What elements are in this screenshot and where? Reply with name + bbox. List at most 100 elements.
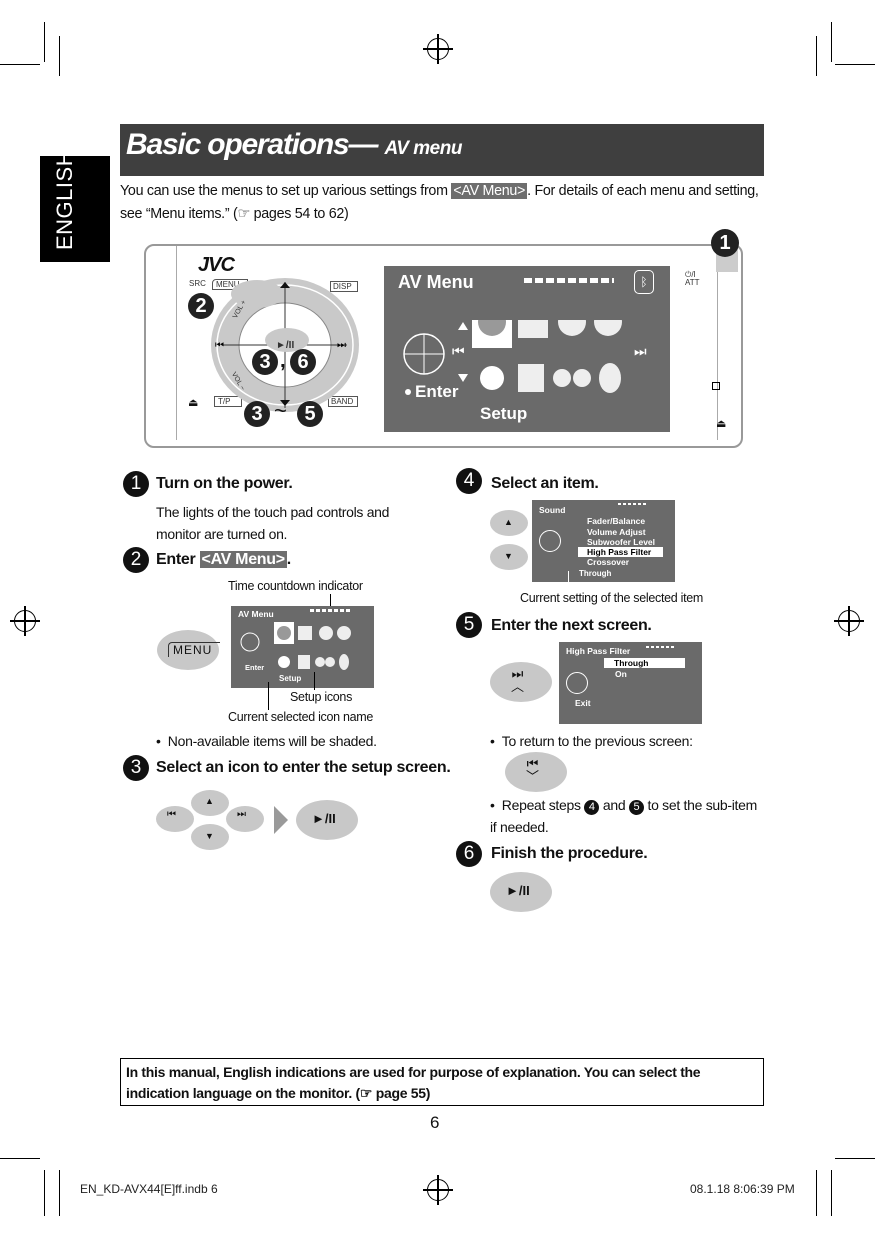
next-track-icon: ⏭︿ [511,666,525,694]
down-arrow-icon: ▼ [205,831,214,841]
setup-icons-caption: Setup icons [290,690,353,704]
menu-highlight [231,280,283,308]
exit-target-icon [566,672,588,694]
people-icon [325,657,335,667]
enter-target-icon [539,530,561,552]
note-box [120,1058,764,1106]
list-icon [518,364,544,392]
play-pause-button[interactable] [490,872,552,912]
step-5-title: Enter the next screen. [491,617,652,634]
mini-screen-icons [240,622,351,670]
prev-icon: ⏮ [452,343,465,359]
page-title: Basic operations— AV menu [126,128,462,162]
step-4-number: 4 [456,468,482,494]
crop-mark [831,1170,832,1216]
crop-mark [835,64,875,65]
people-icon [553,369,571,387]
sound-item: Volume Adjust [587,527,646,537]
band-button[interactable]: BAND [328,396,358,407]
monitor-setup-label: Setup [480,404,528,423]
people-icon [573,369,591,387]
registration-mark-icon [423,1175,453,1205]
menu-button-label: MENU [168,642,221,657]
eject-icon: ⏏ [716,418,727,430]
eject-icon[interactable]: ⏏ [188,397,199,409]
mini-setup-label: Setup [279,674,302,683]
next-button[interactable] [226,806,264,832]
hpf-screen-head: High Pass Filter [566,646,631,656]
prev-track-icon[interactable]: ⏮ [215,340,224,351]
registration-mark-icon [423,34,453,64]
up-button[interactable] [490,510,528,536]
intro-text: . For details of each menu and setting, … [120,183,759,222]
next-button[interactable] [490,662,552,702]
play-pause-button[interactable]: ►/II [276,340,295,351]
prev-track-icon: ⏮﹀ [526,756,540,784]
step-2-number: 2 [123,547,149,573]
monitor-screen [384,266,670,432]
people-icon [315,657,325,667]
hpf-option: On [615,669,627,679]
crop-mark [44,22,45,62]
step-5-bullet-1: • To return to the previous screen: [490,733,693,749]
callout-tilde: ~ [274,398,287,423]
step-1-title: Turn on the power. [156,475,293,492]
leader-line [268,682,269,710]
head-unit-panel [176,246,718,440]
next-track-icon: ⏭ [237,809,246,820]
down-button[interactable] [490,544,528,570]
step-5-number: 5 [456,612,482,638]
down-arrow-icon[interactable] [280,400,290,406]
prev-button[interactable] [505,752,567,792]
gear-icon [478,320,506,336]
callout-5: 5 [297,401,323,427]
registration-mark-icon [10,606,40,636]
step-4-title: Select an item. [491,475,599,492]
dimmer-icon [480,366,504,390]
step-1-number: 1 [123,471,149,497]
crop-mark [0,1158,40,1159]
current-setting-caption: Current setting of the selected item [520,591,704,605]
up-arrow-icon [458,322,468,330]
bluetooth-setup-icon [339,654,349,670]
step-6-title: Finish the procedure. [491,845,648,862]
sound-item: Crossover [587,557,630,567]
crop-mark [816,36,817,76]
step-2-bullet: • Non-available items will be shaded. [156,733,377,749]
step-ref-5: 5 [628,800,644,815]
intro-paragraph: You can use the menus to set up various … [120,180,770,226]
page-title-main: Basic operations— [126,128,379,161]
equalizer-icon [518,320,548,338]
registration-mark-icon [834,606,864,636]
att-label: ATT [685,278,700,287]
countdown-indicator [646,646,676,648]
next-icon: ⏭ [634,343,647,359]
footer-timestamp: 08.1.18 8:06:39 PM [690,1182,795,1196]
next-track-icon[interactable]: ⏭ [337,340,346,351]
step-3-title: Select an icon to enter the setup screen… [156,759,451,776]
prev-button[interactable] [156,806,194,832]
bullet-text: and [599,797,629,813]
up-arrow-icon[interactable] [280,282,290,288]
src-label: SRC [189,279,206,288]
play-pause-button[interactable] [296,800,358,840]
bluetooth-setup-icon [599,363,621,393]
list-icon [298,655,310,669]
menu-button[interactable] [157,630,219,670]
down-button[interactable] [191,824,229,850]
countdown-indicator [524,278,614,283]
disp-button[interactable]: DISP [330,281,358,292]
up-button[interactable] [191,790,229,816]
bullet-text: Repeat steps [501,797,585,813]
callout-2: 2 [188,293,214,319]
speaker-icon [319,626,333,640]
language-tab [40,156,110,262]
monitor-title: AV Menu [398,272,474,292]
step-2-title: Enter <AV Menu>. [156,551,291,569]
tp-button[interactable]: T/P [214,396,242,407]
crop-mark [831,22,832,62]
step-1-text: The lights of the touch pad controls and… [156,504,390,542]
av-menu-highlight: <AV Menu> [199,551,287,568]
arrow-right-icon [274,806,288,834]
